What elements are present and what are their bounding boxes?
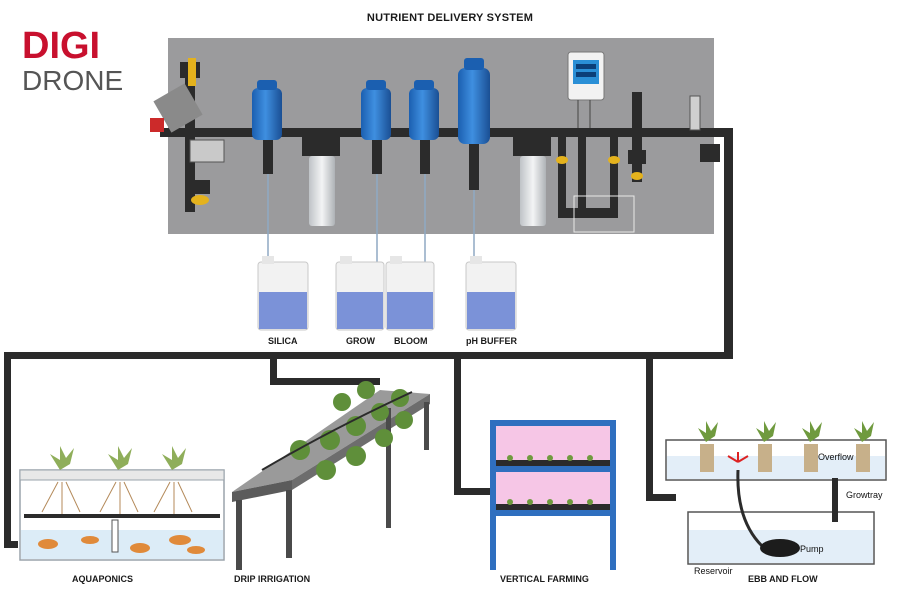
tank-label-silica: SILICA	[268, 336, 298, 346]
ebb-label-reservoir: Reservoir	[694, 566, 733, 576]
filter-1	[302, 134, 340, 226]
ebb-and-flow-system	[665, 421, 887, 565]
vertical-farming-rack	[490, 420, 616, 570]
drip-irrigation-system	[232, 381, 430, 570]
dosing-pump-2	[361, 80, 391, 174]
dosing-pump-3	[409, 80, 439, 174]
valves-right	[628, 92, 720, 182]
tank-ph-buffer	[465, 256, 517, 331]
logo-line2: DRONE	[22, 65, 123, 96]
nutrient-tanks	[257, 256, 517, 331]
bypass-loop	[556, 136, 635, 233]
filter-2	[513, 134, 551, 226]
label-aquaponics: AQUAPONICS	[72, 574, 134, 584]
ph-ec-controller	[567, 51, 605, 128]
ebb-label-growtray: Growtray	[846, 490, 883, 500]
dosing-pump-1	[252, 80, 282, 174]
tank-label-ph-buffer: pH BUFFER	[466, 336, 517, 346]
tank-grow	[335, 256, 385, 331]
ebb-label-overflow: Overflow	[818, 452, 854, 462]
tank-silica	[257, 256, 309, 331]
aquaponics-system	[19, 446, 225, 561]
diagram-title: NUTRIENT DELIVERY SYSTEM	[366, 12, 534, 24]
distribution-pipe	[4, 352, 733, 548]
tank-label-grow: GROW	[346, 336, 375, 346]
tank-bloom	[385, 256, 435, 331]
label-ebb-and-flow: EBB AND FLOW	[748, 574, 818, 584]
dosing-pump-4	[458, 58, 490, 190]
inlet-assembly	[150, 58, 225, 212]
manifold-pipe	[160, 128, 733, 358]
logo-line1: DIGI	[22, 26, 100, 67]
label-drip-irrigation: DRIP IRRIGATION	[234, 574, 311, 584]
tank-label-bloom: BLOOM	[394, 336, 428, 346]
digi-drone-logo: DIGI DRONE	[22, 26, 123, 96]
ebb-label-pump: Pump	[800, 544, 824, 554]
label-vertical-farming: VERTICAL FARMING	[500, 574, 589, 584]
